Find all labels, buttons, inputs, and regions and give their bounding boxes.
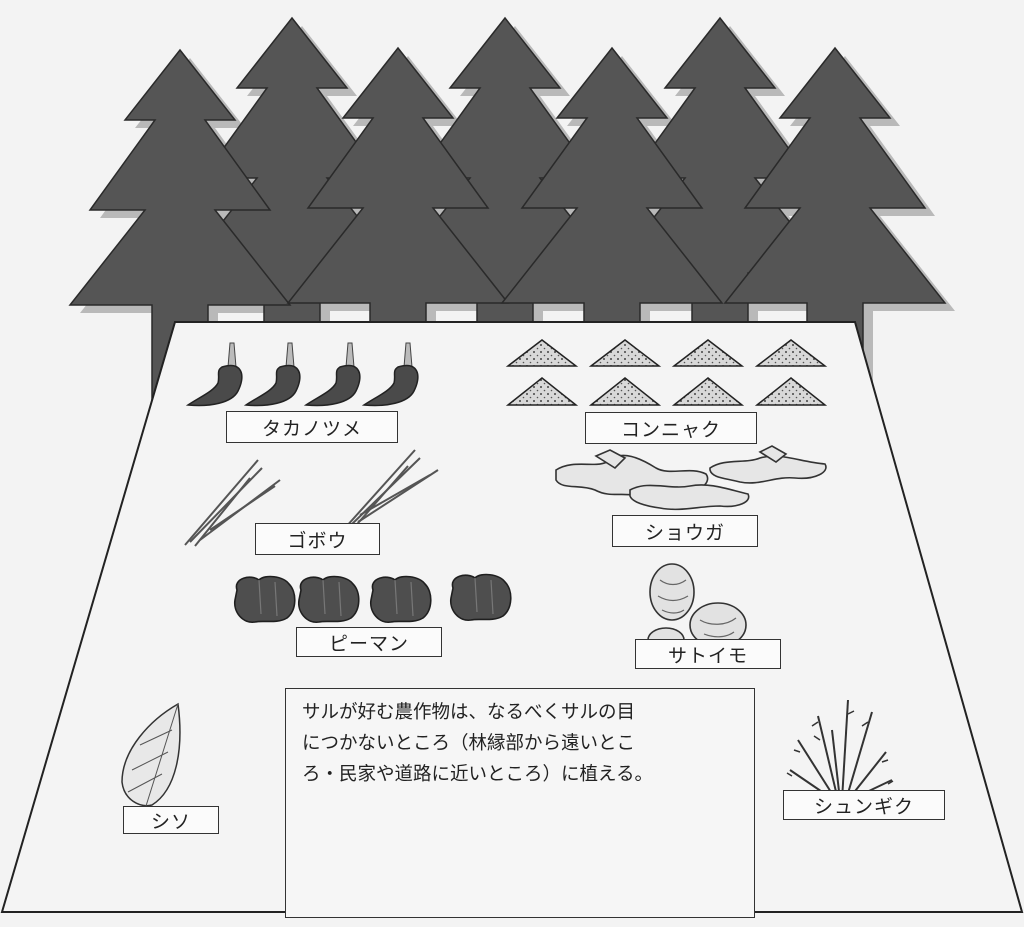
- note-text: サルが好む農作物は、なるべくサルの目 につかないところ（林縁部から遠いとこ ろ・…: [302, 702, 653, 785]
- burdock-icons: [184, 449, 439, 547]
- note-box: サルが好む農作物は、なるべくサルの目 につかないところ（林縁部から遠いとこ ろ・…: [285, 688, 755, 918]
- label-konnyaku: コンニャク: [585, 412, 757, 444]
- label-shiso: シソ: [123, 806, 219, 834]
- green-pepper-icons: [233, 573, 512, 624]
- ginger-icons: [555, 445, 827, 511]
- label-piman: ピーマン: [296, 627, 442, 657]
- label-shouga: ショウガ: [612, 515, 758, 547]
- konnyaku-icons: [505, 339, 828, 406]
- shiso-leaf-icon: [121, 702, 181, 807]
- label-gobou: ゴボウ: [255, 523, 380, 555]
- label-satoimo: サトイモ: [635, 639, 781, 669]
- label-takanotsume: タカノツメ: [226, 411, 398, 443]
- chili-pepper-icons: [185, 342, 419, 407]
- label-shungiku: シュンギク: [783, 790, 945, 820]
